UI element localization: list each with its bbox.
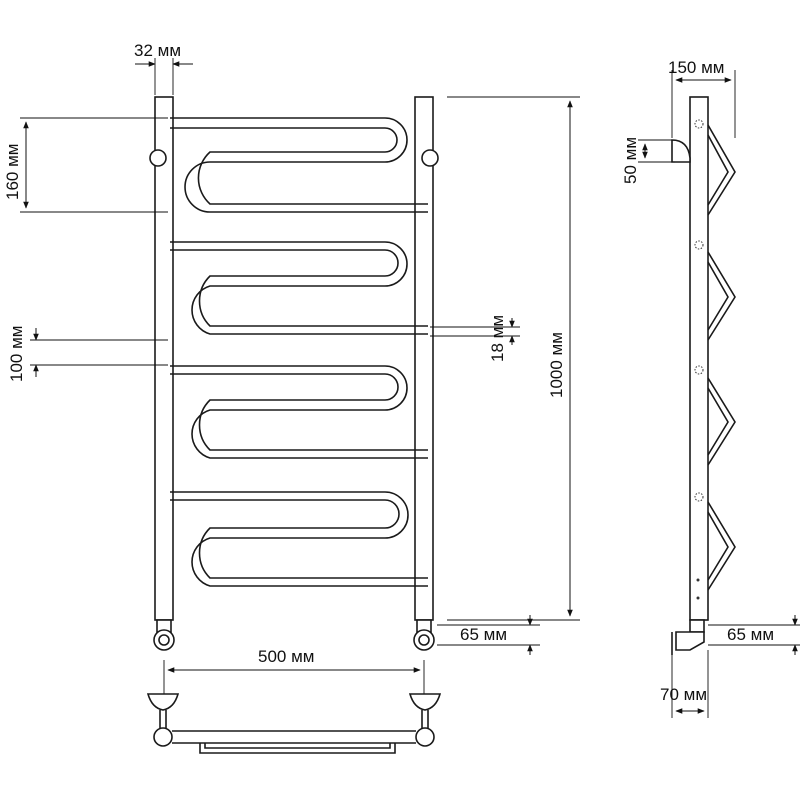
front-view (149, 96, 439, 651)
right-rail (414, 96, 434, 621)
dim-inlet-height-side: 65 мм (727, 625, 774, 644)
side-dimensions: 150 мм 50 мм 65 мм 70 мм (621, 58, 800, 718)
top-view (146, 693, 442, 754)
serpentine-section-2 (170, 241, 428, 335)
left-wall-flange (146, 693, 180, 711)
dim-loop-pitch: 160 мм (3, 144, 22, 200)
serpentine-section-3 (170, 365, 428, 459)
dim-bracket-height: 50 мм (621, 137, 640, 184)
dim-bar-diameter: 18 мм (488, 315, 507, 362)
serpentine-section-4 (170, 491, 428, 587)
front-dimensions: 32 мм 160 мм 100 мм 18 мм 1000 мм 65 мм (3, 41, 580, 700)
side-valve (671, 619, 705, 655)
dim-width: 500 мм (258, 647, 314, 666)
side-zigzags (707, 124, 736, 591)
dim-overall-height: 1000 мм (547, 332, 566, 398)
serpentine-sections (170, 117, 428, 587)
dim-depth: 150 мм (668, 58, 724, 77)
right-rail-top (415, 727, 435, 747)
left-wall-bracket (149, 149, 167, 167)
side-rail (689, 96, 709, 621)
left-rail (154, 96, 174, 621)
serpentine-section-1 (170, 117, 428, 213)
left-rail-top (153, 727, 173, 747)
side-mount-dots (694, 119, 704, 600)
dim-bar-gap: 100 мм (7, 326, 26, 382)
dim-inlet-height-front: 65 мм (460, 625, 507, 644)
dim-wall-offset: 70 мм (660, 685, 707, 704)
right-wall-bracket (421, 149, 439, 167)
right-wall-flange (408, 693, 442, 711)
right-valve (413, 619, 435, 651)
dim-rail-diameter: 32 мм (134, 41, 181, 60)
side-view (671, 96, 736, 655)
side-wall-bracket (671, 139, 691, 163)
left-valve (153, 619, 175, 651)
